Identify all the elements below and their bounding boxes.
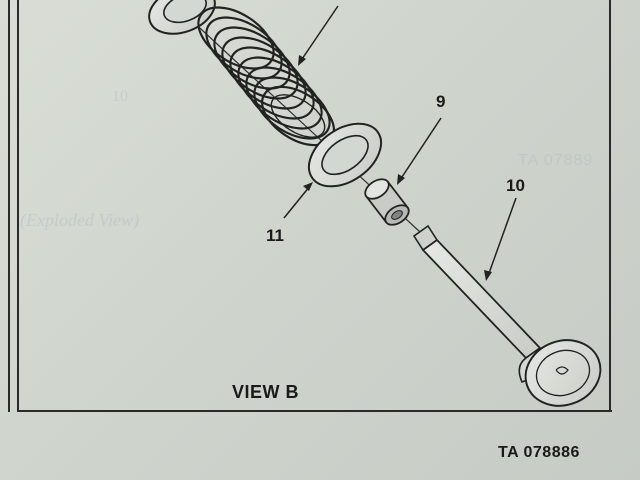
callout-11: 11 <box>266 226 284 245</box>
callout-10-arrowhead <box>484 270 492 281</box>
callout-9: 9 <box>436 92 446 111</box>
spring-seat-washer <box>307 122 383 188</box>
view-label: VIEW B <box>232 382 300 402</box>
figure-border-left <box>17 0 19 412</box>
callout-10-leader-line <box>487 197 517 277</box>
valve <box>412 224 602 407</box>
callout-10: 10 <box>506 176 525 195</box>
spring-leader-arrowhead <box>298 55 306 66</box>
valve-stem-seal <box>364 178 410 226</box>
callout-9-leader-line <box>399 117 442 181</box>
callout-11-leader-line <box>283 185 311 219</box>
valve-spring <box>197 6 335 147</box>
spring-leader-line <box>299 5 339 63</box>
left-page-edge-line <box>8 0 10 412</box>
figure-border-bottom <box>17 410 612 412</box>
figure-border-right <box>609 0 611 412</box>
callout-11-arrowhead <box>303 182 313 191</box>
callout-9-arrowhead <box>397 174 405 185</box>
ta-figure-number: TA 078886 <box>498 444 580 461</box>
spring-retainer <box>148 0 216 35</box>
